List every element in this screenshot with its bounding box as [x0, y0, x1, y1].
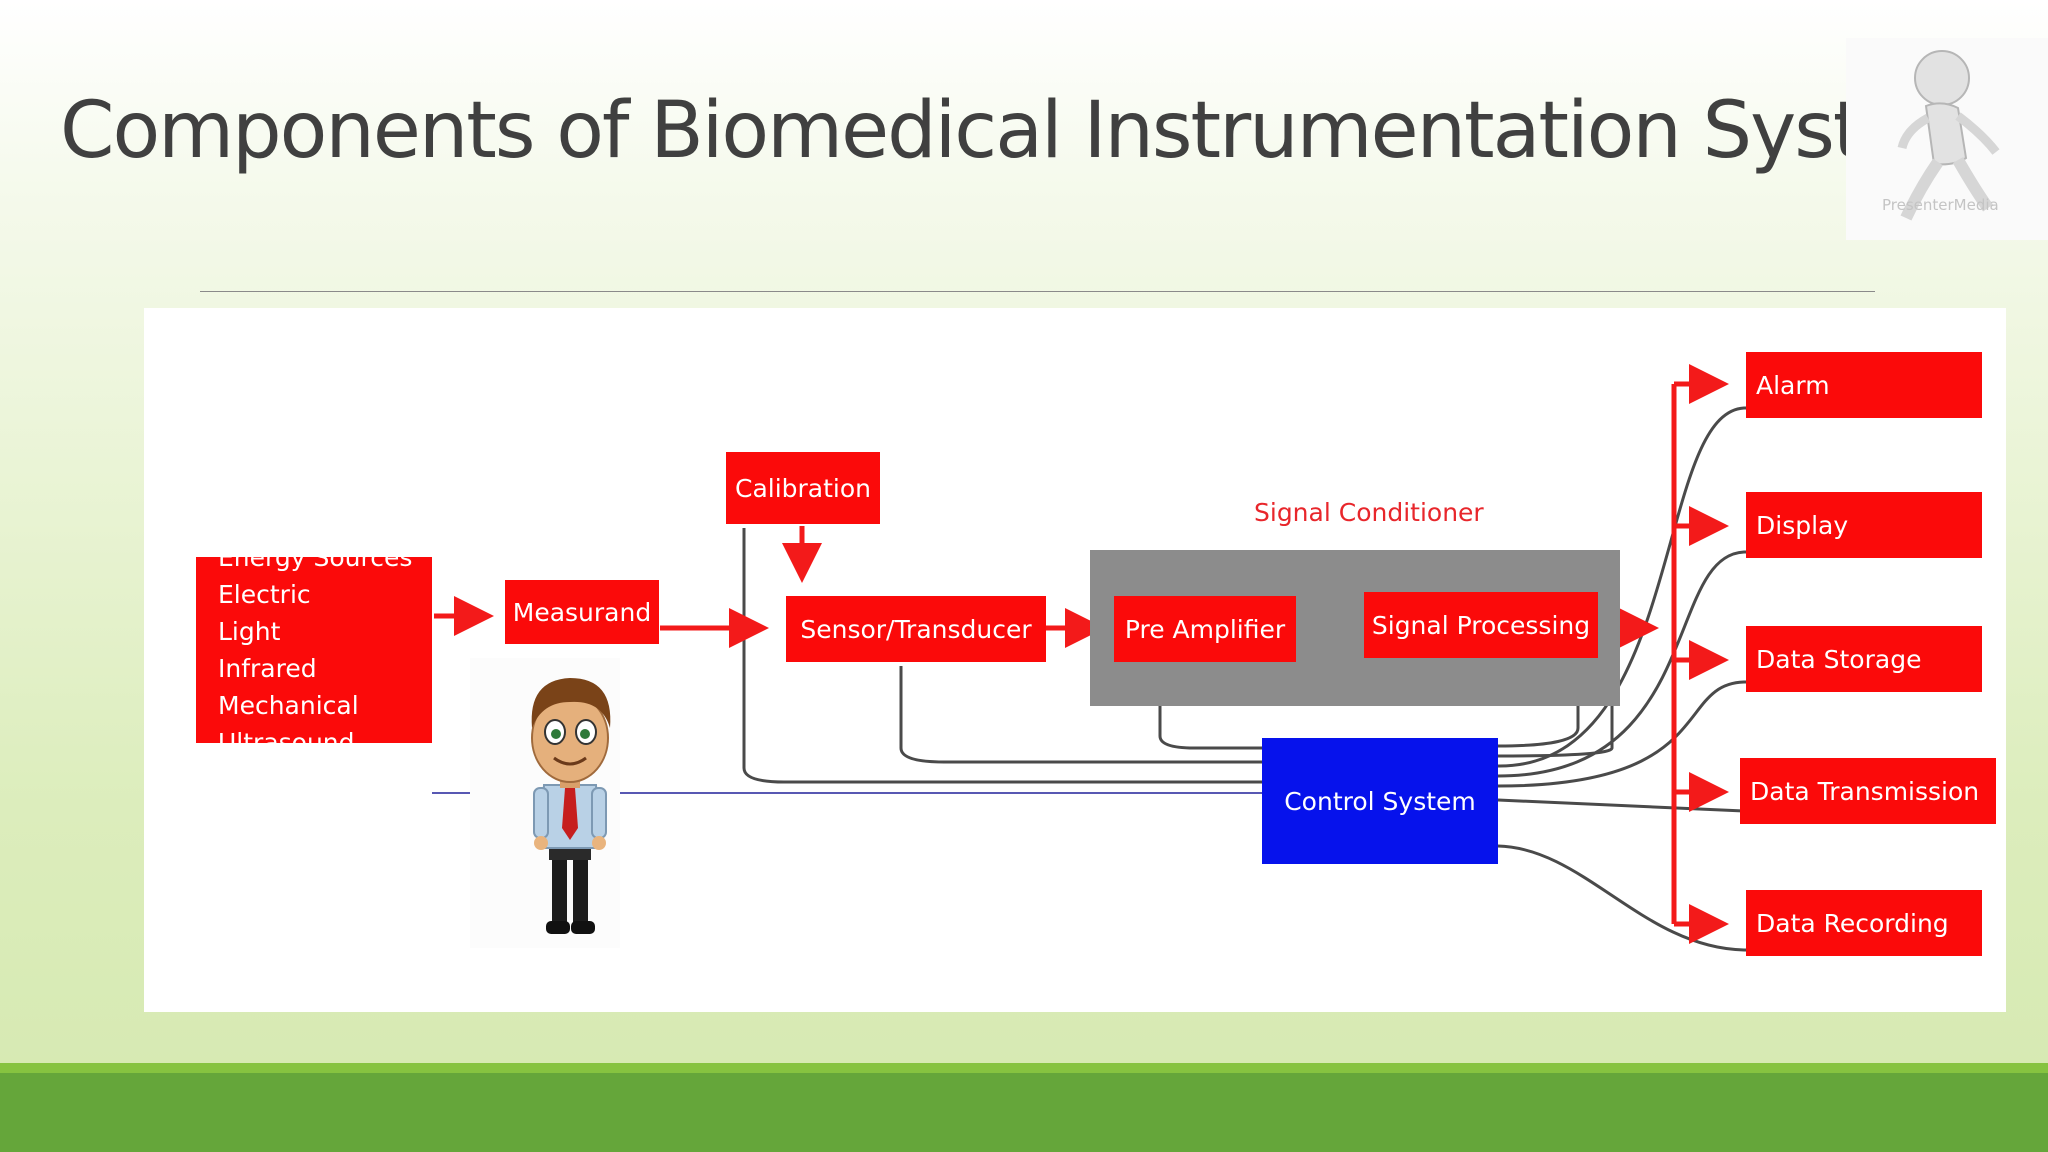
- sensor-transducer-box: Sensor/Transducer: [786, 596, 1046, 662]
- control-system-box: Control System: [1262, 738, 1498, 864]
- calibration-box: Calibration: [726, 452, 880, 524]
- output-data-recording-box: Data Recording: [1746, 890, 1982, 956]
- connector-lines: [432, 364, 1746, 952]
- signal-conditioner-label: Signal Conditioner: [1254, 498, 1484, 527]
- output-data-storage-box: Data Storage: [1746, 626, 1982, 692]
- energy-light: Light: [218, 617, 281, 646]
- footer-accent-stripe: [0, 1063, 2048, 1073]
- signal-processing-box: Signal Processing: [1364, 592, 1598, 658]
- energy-ultrasound: Ultrasound: [218, 728, 355, 757]
- title-divider: [200, 291, 1875, 292]
- energy-sources-box: Energy Sources Electric Light Infrared M…: [196, 543, 432, 757]
- measurand-box: Measurand: [505, 580, 659, 644]
- footer-bar: [0, 1063, 2048, 1152]
- output-data-transmission-box: Data Transmission: [1740, 758, 1996, 824]
- figure-head: [1914, 50, 1970, 106]
- slide-title: Components of Biomedical Instrumentation…: [60, 86, 1983, 176]
- presenter-figure-badge: PresenterMedia: [1846, 38, 2048, 240]
- pre-amplifier-box: Pre Amplifier: [1114, 596, 1296, 662]
- output-alarm-box: Alarm: [1746, 352, 1982, 418]
- energy-sources-heading: Energy Sources: [218, 543, 413, 572]
- output-display-box: Display: [1746, 492, 1982, 558]
- energy-infrared: Infrared: [218, 654, 317, 683]
- instrumentation-block-diagram: Energy Sources Electric Light Infrared M…: [144, 308, 2006, 1012]
- presenter-watermark: PresenterMedia: [1882, 196, 1999, 214]
- figure-body: [1924, 102, 1968, 166]
- energy-electric: Electric: [218, 580, 311, 609]
- cartoon-man-figure: [470, 658, 620, 948]
- energy-mechanical: Mechanical: [218, 691, 359, 720]
